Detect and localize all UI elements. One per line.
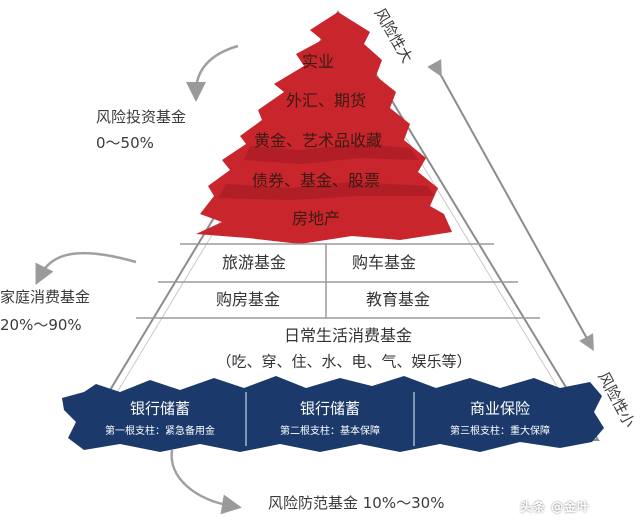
daily-fund-title: 日常生活消费基金 [283,326,413,345]
safety-cell-subtitle: 第一根支柱：紧急备用金 [105,426,215,437]
safety-region [62,376,604,452]
double-arrow-icon [427,59,594,351]
risk-region-shade [218,144,434,200]
consumption-cell: 购车基金 [351,253,417,272]
risk-layer-label: 房地产 [291,209,341,228]
risk-layer-label: 债券、基金、股票 [251,171,381,190]
consumption-cell: 购房基金 [215,290,281,309]
family-fund-label: 家庭消费基金 [0,288,91,306]
risk-layer-label: 实业 [301,52,335,71]
risk-layer-label: 外汇、期货 [285,91,367,110]
safety-cell-subtitle: 第三根支柱：重大保障 [450,426,550,437]
family-fund-range: 20%～90% [0,316,82,334]
consumption-cell: 教育基金 [365,290,431,309]
safety-cell-title: 银行储蓄 [299,399,361,418]
watermark: 头条 @金叶 [520,500,591,514]
consumption-cell: 旅游基金 [221,253,287,272]
curved-arrow-icon [35,251,137,285]
daily-fund-detail: （吃、穿、住、水、电、气、娱乐等） [216,352,472,371]
prevention-fund-label: 风险防范基金 10%～30% [268,494,445,512]
risk-layer-label: 黄金、艺术品收藏 [253,131,383,150]
curved-arrow-icon [186,44,239,102]
risk-fund-label: 风险投资基金 [96,108,187,126]
safety-cell-subtitle: 第二根支柱：基本保障 [280,426,380,437]
risk-fund-range: 0～50% [96,134,154,152]
safety-cell-title: 银行储蓄 [129,399,191,418]
safety-cell-title: 商业保险 [469,399,531,418]
curved-arrow-icon [170,449,242,515]
